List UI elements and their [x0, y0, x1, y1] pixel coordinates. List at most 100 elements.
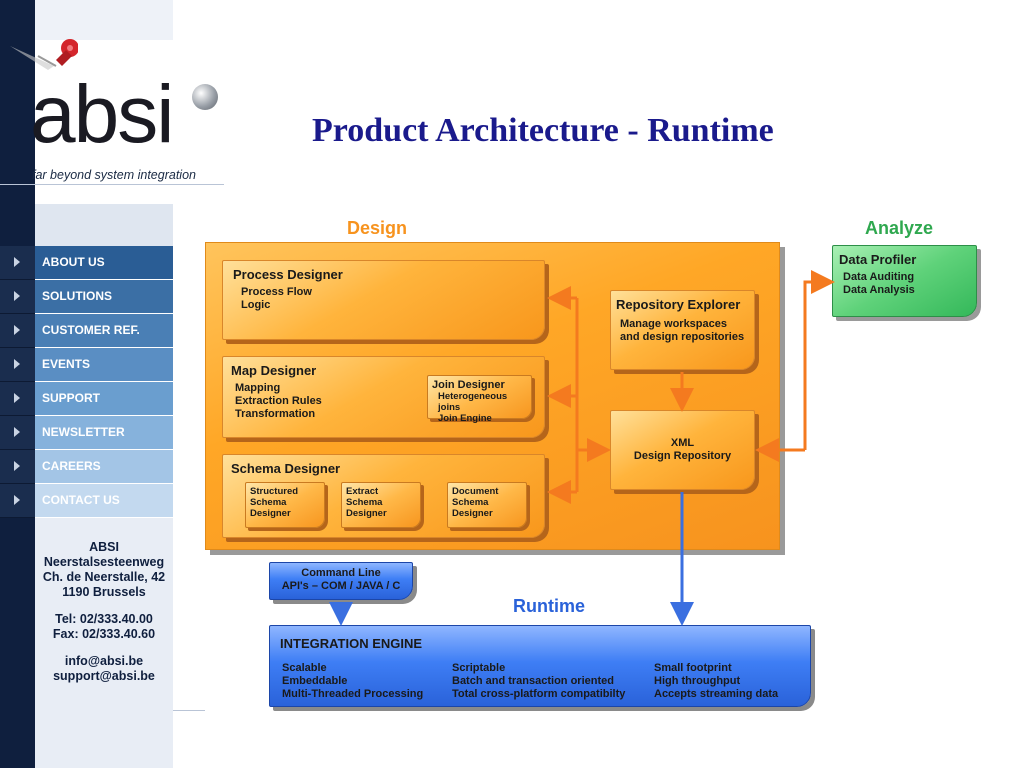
document-schema-line: Designer: [452, 508, 493, 519]
nav-item-contact-us[interactable]: CONTACT US: [0, 484, 173, 518]
integration-engine-feature: Scriptable: [452, 662, 506, 674]
structured-schema-line: Schema: [250, 497, 287, 508]
command-line-line: Command Line: [301, 567, 381, 579]
nav-item-solutions[interactable]: SOLUTIONS: [0, 280, 173, 314]
xml-repository-line: Design Repository: [633, 450, 732, 462]
integration-engine-feature: Embeddable: [282, 675, 348, 687]
contact-panel: [35, 518, 173, 768]
join-designer-line: Heterogeneous joins: [438, 391, 508, 413]
nav-label: CUSTOMER REF.: [35, 314, 173, 348]
nav-item-about-us[interactable]: ABOUT US: [0, 246, 173, 280]
map-designer-line: Transformation: [235, 408, 316, 420]
design-label: Design: [347, 218, 408, 238]
page-title: Product Architecture - Runtime: [312, 112, 774, 149]
nav-item-careers[interactable]: CAREERS: [0, 450, 173, 484]
chevron-right-icon: [0, 314, 35, 348]
contact-info: ABSI Neerstalsesteenweg Ch. de Neerstall…: [35, 540, 173, 684]
structured-schema-designer-box: Structured Schema Designer: [245, 482, 325, 528]
integration-engine-feature: Total cross-platform compatibilty: [452, 688, 626, 700]
extract-schema-line: Schema: [346, 497, 383, 508]
arrow-to-data-profiler: [803, 270, 835, 450]
map-designer-line: Mapping: [235, 382, 281, 394]
repository-explorer-line: Manage workspaces: [620, 318, 727, 330]
nav-label: SUPPORT: [35, 382, 173, 416]
extract-schema-designer-box: Extract Schema Designer: [341, 482, 421, 528]
integration-engine-feature: Scalable: [282, 662, 327, 674]
join-designer-box: Join Designer Heterogeneous joins Join E…: [427, 375, 532, 424]
integration-engine-feature: Accepts streaming data: [654, 688, 779, 700]
logo-tagline: far beyond system integration: [32, 168, 196, 182]
chevron-right-icon: [0, 246, 35, 280]
integration-engine-feature: Batch and transaction oriented: [452, 675, 614, 687]
repository-explorer-title: Repository Explorer: [616, 297, 741, 312]
integration-engine-box: INTEGRATION ENGINE Scalable Embeddable M…: [269, 625, 811, 707]
chevron-right-icon: [0, 484, 35, 518]
connector-arrows: [329, 270, 835, 626]
chevron-right-icon: [0, 382, 35, 416]
pushpin-icon: [10, 39, 78, 70]
contact-tel: Tel: 02/333.40.00: [55, 612, 153, 626]
structured-schema-line: Designer: [250, 508, 291, 519]
nav-item-support[interactable]: SUPPORT: [0, 382, 173, 416]
integration-engine-feature: High throughput: [654, 675, 741, 687]
logo-wordmark: absi: [30, 69, 174, 160]
runtime-label: Runtime: [513, 596, 585, 616]
command-line-line: API's – COM / JAVA / C: [281, 580, 401, 592]
contact-company: ABSI: [89, 540, 119, 554]
nav-label: NEWSLETTER: [35, 416, 173, 450]
extract-schema-line: Designer: [346, 508, 387, 519]
nav-header: [0, 204, 173, 246]
join-designer-line: Join Engine: [438, 413, 492, 424]
data-profiler-line: Data Analysis: [843, 284, 915, 296]
chevron-right-icon: [0, 348, 35, 382]
repository-explorer-line: and design repositories: [620, 331, 745, 343]
contact-address-line: 1190 Brussels: [62, 585, 146, 599]
data-profiler-box: Data Profiler Data Auditing Data Analysi…: [832, 245, 977, 317]
divider-line: [173, 710, 205, 711]
architecture-diagram: Design Analyze Runtime Process Designer …: [195, 210, 1015, 720]
integration-engine-feature: Multi-Threaded Processing: [282, 688, 424, 700]
data-profiler-title: Data Profiler: [839, 252, 917, 267]
document-schema-designer-box: Document Schema Designer: [447, 482, 527, 528]
xml-design-repository-box: XML Design Repository: [610, 410, 755, 490]
process-designer-line: Logic: [241, 299, 271, 311]
map-designer-box: Map Designer Mapping Extraction Rules Tr…: [222, 356, 545, 438]
chevron-right-icon: [0, 280, 35, 314]
nav-label: ABOUT US: [35, 246, 173, 280]
contact-fax: Fax: 02/333.40.60: [52, 627, 156, 641]
process-designer-line: Process Flow: [241, 286, 312, 298]
contact-address-line: Neerstalsesteenweg: [43, 555, 165, 569]
command-line-box: Command Line API's – COM / JAVA / C: [269, 562, 413, 600]
chevron-right-icon: [0, 416, 35, 450]
xml-repository-line: XML: [670, 437, 695, 449]
nav-item-customer-ref[interactable]: CUSTOMER REF.: [0, 314, 173, 348]
integration-engine-feature: Small footprint: [654, 662, 732, 674]
data-profiler-line: Data Auditing: [843, 271, 915, 283]
join-designer-title: Join Designer: [432, 379, 505, 391]
extract-schema-line: Extract: [346, 486, 379, 497]
chevron-right-icon: [0, 450, 35, 484]
nav-item-newsletter[interactable]: NEWSLETTER: [0, 416, 173, 450]
nav-label: SOLUTIONS: [35, 280, 173, 314]
process-designer-title: Process Designer: [233, 267, 343, 282]
nav-label: CAREERS: [35, 450, 173, 484]
integration-engine-title: INTEGRATION ENGINE: [280, 636, 423, 651]
map-designer-line: Extraction Rules: [235, 395, 322, 407]
contact-address-line: Ch. de Neerstalle, 42: [42, 570, 166, 584]
document-schema-line: Schema: [452, 497, 489, 508]
sidebar-nav: ABOUT US SOLUTIONS CUSTOMER REF. EVENTS …: [0, 204, 173, 518]
contact-email[interactable]: support@absi.be: [53, 669, 155, 683]
repository-explorer-box: Repository Explorer Manage workspaces an…: [610, 290, 755, 370]
contact-email[interactable]: info@absi.be: [64, 654, 144, 668]
nav-label: CONTACT US: [35, 484, 173, 518]
structured-schema-line: Structured: [250, 486, 299, 497]
nav-item-events[interactable]: EVENTS: [0, 348, 173, 382]
schema-designer-title: Schema Designer: [231, 461, 341, 476]
document-schema-line: Document: [452, 486, 499, 497]
map-designer-title: Map Designer: [231, 363, 317, 378]
logo-sphere-icon: [192, 84, 218, 110]
logo-divider: [0, 184, 224, 185]
left-strip-top-panel: [35, 0, 173, 40]
nav-label: EVENTS: [35, 348, 173, 382]
process-designer-box: Process Designer Process Flow Logic: [222, 260, 545, 340]
